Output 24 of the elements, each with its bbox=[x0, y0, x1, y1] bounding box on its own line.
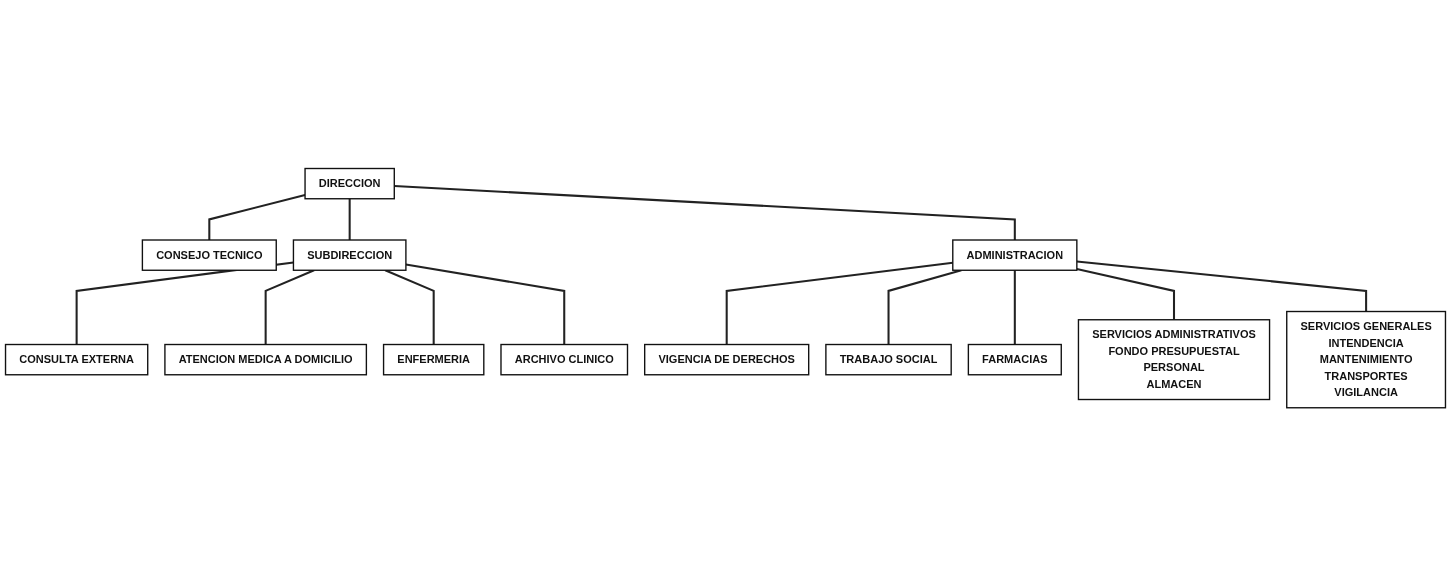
connector bbox=[264, 269, 315, 345]
node-box: SUBDIRECCION bbox=[292, 239, 407, 271]
node-box: VIGENCIA DE DERECHOS bbox=[644, 343, 810, 376]
connector bbox=[394, 184, 1016, 240]
node-box: FARMACIAS bbox=[967, 343, 1062, 376]
connector bbox=[405, 263, 566, 345]
node-box: SERVICIOS GENERALES INTENDENCIA MANTENIMIENTO TRANSPORTES VIGILANCIA bbox=[1286, 310, 1447, 409]
connector bbox=[1076, 267, 1176, 320]
node-box: CONSULTA EXTERNA bbox=[4, 343, 149, 376]
connector bbox=[384, 269, 435, 345]
connector bbox=[348, 198, 351, 240]
node-box: ADMINISTRACION bbox=[952, 239, 1078, 271]
connector bbox=[887, 269, 962, 345]
node-box: DIRECCION bbox=[304, 167, 395, 200]
connector bbox=[1013, 270, 1016, 345]
node-box: ENFERMERIA bbox=[382, 343, 485, 376]
node-box: CONSEJO TECNICO bbox=[141, 239, 277, 271]
connector bbox=[208, 193, 306, 240]
connector bbox=[725, 261, 953, 345]
node-box: TRABAJO SOCIAL bbox=[825, 343, 952, 376]
node-box: ATENCION MEDICA A DOMICILIO bbox=[164, 343, 368, 376]
node-box: SERVICIOS ADMINISTRATIVOS FONDO PRESUPUESTAL PERSONAL ALMACEN bbox=[1077, 318, 1271, 401]
node-box: ARCHIVO CLINICO bbox=[500, 343, 629, 376]
connector bbox=[1076, 260, 1368, 312]
